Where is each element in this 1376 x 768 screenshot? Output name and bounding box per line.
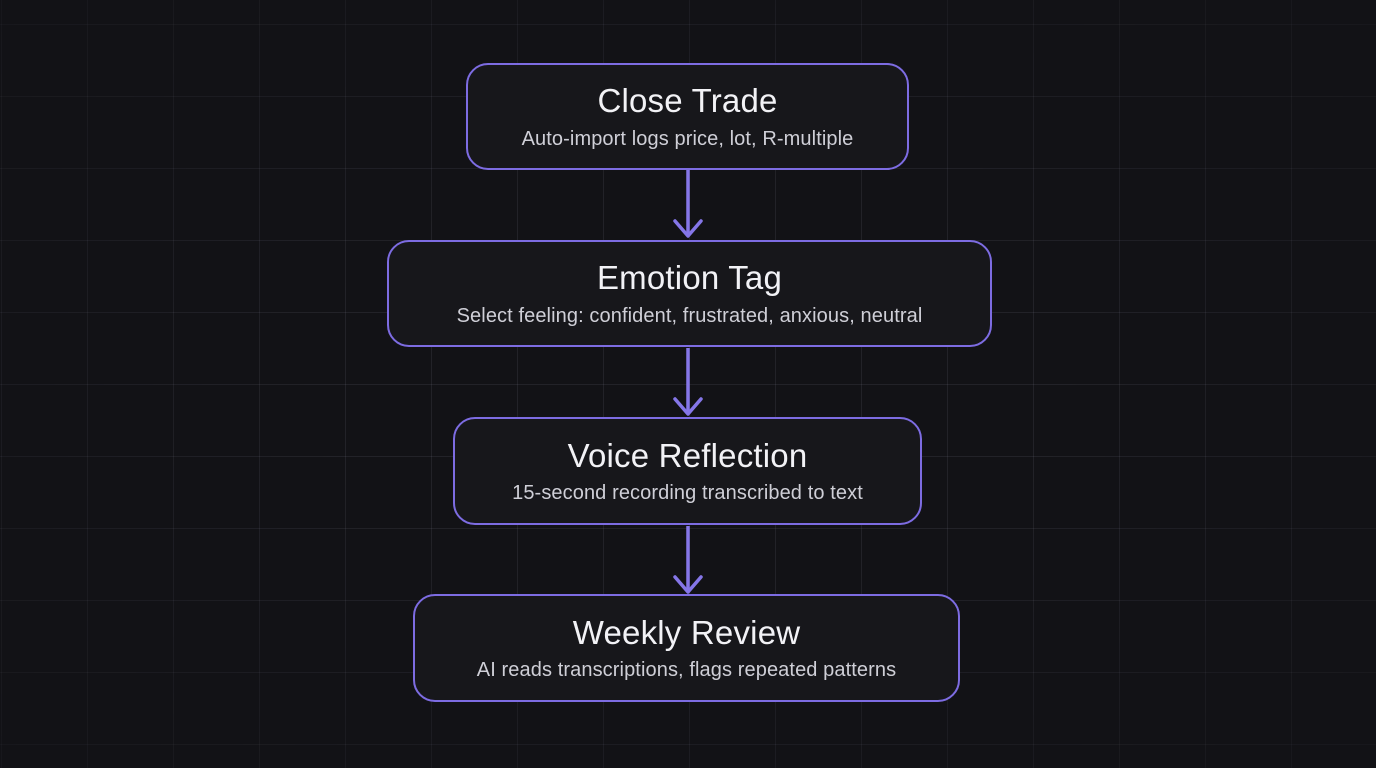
node-subtitle: AI reads transcriptions, flags repeated …	[476, 659, 897, 682]
arrow-down-icon	[673, 170, 703, 238]
node-subtitle: Select feeling: confident, frustrated, a…	[456, 304, 923, 327]
arrow-down-icon	[673, 348, 703, 416]
node-subtitle: 15-second recording transcribed to text	[512, 482, 863, 505]
arrow-down-connector	[666, 526, 710, 598]
flow-node-close-trade: Close Trade Auto-import logs price, lot,…	[466, 63, 909, 170]
node-title: Weekly Review	[572, 613, 801, 651]
arrow-down-connector	[666, 170, 710, 242]
flow-node-emotion-tag: Emotion Tag Select feeling: confident, f…	[387, 240, 992, 347]
node-title: Emotion Tag	[596, 259, 783, 297]
node-title: Close Trade	[597, 82, 778, 120]
flow-node-voice-reflection: Voice Reflection 15-second recording tra…	[453, 417, 922, 525]
node-title: Voice Reflection	[567, 436, 808, 474]
node-subtitle: Auto-import logs price, lot, R-multiple	[521, 127, 854, 150]
arrow-down-icon	[673, 526, 703, 594]
arrow-down-connector	[666, 348, 710, 420]
flow-node-weekly-review: Weekly Review AI reads transcriptions, f…	[413, 594, 960, 702]
